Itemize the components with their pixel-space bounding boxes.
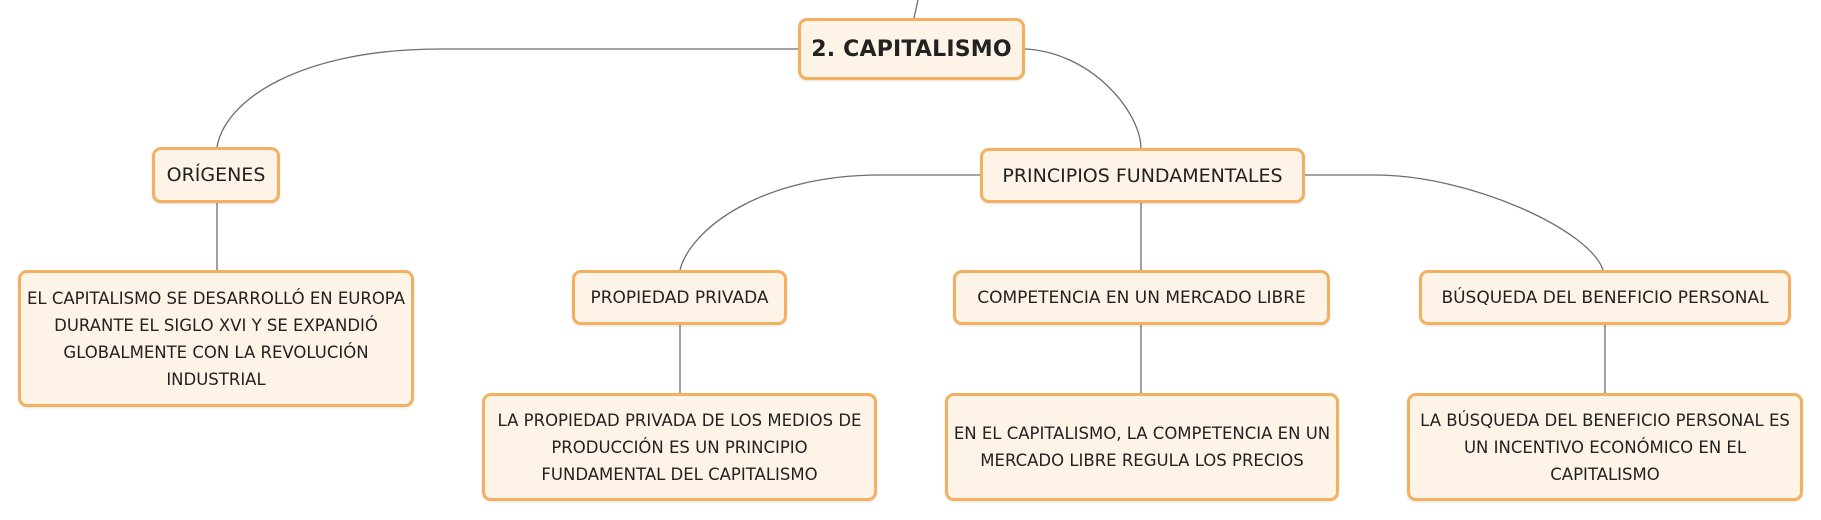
propiedad-privada-node[interactable]: PROPIEDAD PRIVADA — [572, 270, 787, 325]
competencia-detail-node[interactable]: EN EL CAPITALISMO, LA COMPETENCIA EN UN … — [945, 393, 1339, 501]
propiedad-detail-text: LA PROPIEDAD PRIVADA DE LOS MEDIOS DE PR… — [497, 410, 862, 484]
connector-principios-propiedad — [679, 174, 980, 271]
origenes-label: ORÍGENES — [166, 164, 266, 186]
principios-node[interactable]: PRINCIPIOS FUNDAMENTALES — [980, 148, 1305, 203]
origenes-node[interactable]: ORÍGENES — [152, 147, 280, 203]
busqueda-beneficio-label: BÚSQUEDA DEL BENEFICIO PERSONAL — [1441, 287, 1769, 308]
origenes-detail-node[interactable]: EL CAPITALISMO SE DESARROLLÓ EN EUROPA D… — [18, 270, 414, 407]
connector-root-principios — [1024, 48, 1142, 149]
principios-label: PRINCIPIOS FUNDAMENTALES — [1002, 164, 1283, 187]
root-node[interactable]: 2. CAPITALISMO — [798, 18, 1025, 80]
root-label: 2. CAPITALISMO — [811, 36, 1012, 62]
connector-top-stub — [913, 0, 919, 19]
propiedad-detail-node[interactable]: LA PROPIEDAD PRIVADA DE LOS MEDIOS DE PR… — [482, 393, 877, 501]
busqueda-detail-node[interactable]: LA BÚSQUEDA DEL BENEFICIO PERSONAL ES UN… — [1407, 393, 1803, 501]
competencia-node[interactable]: COMPETENCIA EN UN MERCADO LIBRE — [953, 270, 1330, 325]
competencia-label: COMPETENCIA EN UN MERCADO LIBRE — [977, 287, 1306, 308]
propiedad-privada-label: PROPIEDAD PRIVADA — [590, 287, 769, 308]
busqueda-detail-text: LA BÚSQUEDA DEL BENEFICIO PERSONAL ES UN… — [1420, 410, 1790, 484]
busqueda-beneficio-node[interactable]: BÚSQUEDA DEL BENEFICIO PERSONAL — [1419, 270, 1791, 325]
connector-principios-busqueda — [1305, 174, 1604, 271]
origenes-detail-text: EL CAPITALISMO SE DESARROLLÓ EN EUROPA D… — [26, 288, 405, 389]
connector-root-origenes — [216, 48, 798, 148]
competencia-detail-text: EN EL CAPITALISMO, LA COMPETENCIA EN UN … — [953, 424, 1331, 470]
